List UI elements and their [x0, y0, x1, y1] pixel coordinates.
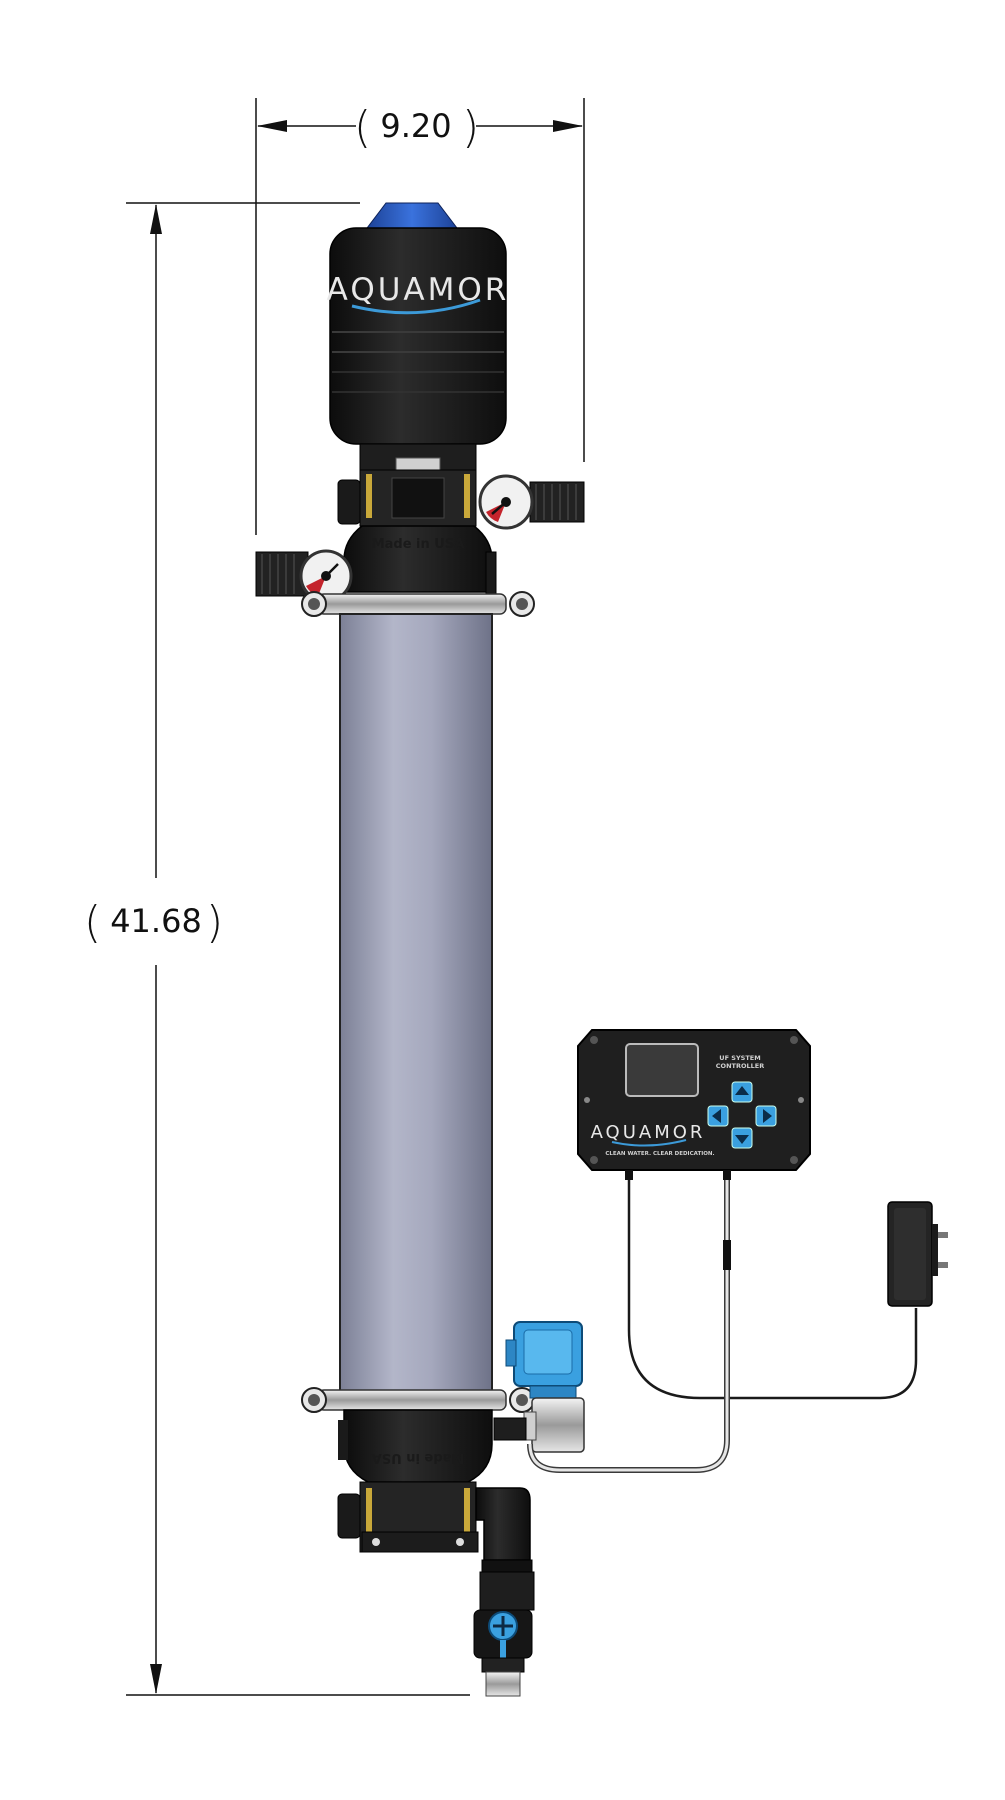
bottom-manifold [337, 1481, 535, 1697]
top-manifold [337, 443, 585, 530]
motorized-valve [493, 1321, 585, 1453]
svg-text:): ) [462, 102, 479, 153]
svg-text:(: ( [354, 102, 371, 153]
bottom-emboss: Made in USA [372, 1450, 465, 1465]
controller-title-line1: UF SYSTEM [719, 1054, 760, 1062]
bottom-housing-cap: Made in USA [338, 1409, 493, 1483]
bottom-pressure-gauge [299, 549, 353, 603]
tank-logo-wave [351, 298, 481, 315]
svg-text:(: ( [84, 897, 101, 948]
bottom-clamp [301, 1387, 535, 1413]
svg-text:): ) [206, 897, 223, 948]
pressure-tank: AQUAMOR [327, 202, 510, 445]
width-dimension-label: 9.20 [380, 107, 451, 145]
tank-logo: AQUAMOR [327, 272, 510, 308]
controller-tagline: CLEAN WATER. CLEAR DEDICATION. [605, 1151, 714, 1157]
controller-keypad [707, 1081, 777, 1149]
power-adapter [887, 1201, 948, 1307]
height-dimension-label: 41.68 [110, 902, 202, 940]
width-dimension: ( ) 9.20 [255, 98, 585, 535]
controller-logo: AQUAMOR [591, 1122, 706, 1143]
top-housing-cap: Made in USA [255, 525, 497, 603]
controller-screen [625, 1043, 699, 1097]
membrane-tube [339, 613, 493, 1393]
top-pressure-gauge [478, 474, 534, 530]
height-dimension: ( ) 41.68 [84, 202, 470, 1696]
top-emboss: Made in USA [372, 537, 465, 552]
cables [527, 1180, 918, 1473]
controller-title-line2: CONTROLLER [716, 1062, 764, 1070]
controller-box: UF SYSTEM CONTROLLER AQUAMOR CLEAN WATER… [577, 1029, 811, 1180]
top-clamp [301, 591, 535, 617]
controller-logo-wave [611, 1139, 687, 1147]
